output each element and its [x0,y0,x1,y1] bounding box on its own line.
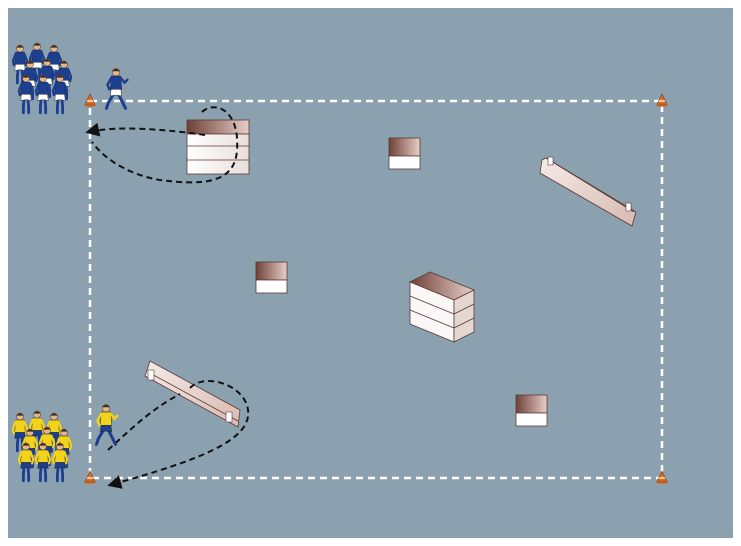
cone-bottom-right [656,470,668,484]
player-icon [17,74,35,115]
vaulting-box-icon [409,271,475,343]
player-icon [51,74,69,115]
vaulting-box-icon [186,119,250,175]
cone-bottom-left [84,470,96,484]
yellow-team-queue [11,410,73,483]
yellow-active-player [94,404,119,446]
small-box-icon [388,137,421,170]
player-icon [17,442,35,483]
dashed-arrow-icon [107,379,250,489]
field-boundary [88,99,664,480]
blue-team-queue [11,42,73,115]
player-icon [94,404,119,446]
field-background [8,8,733,538]
cone-top-left [84,93,96,107]
dashed-arrow-icon [85,106,239,184]
bench-icon [144,360,241,428]
player-icon [34,74,52,115]
small-box-icon [255,261,288,294]
player-icon [34,442,52,483]
player-icon [104,68,129,110]
cone-top-right [656,93,668,107]
player-icon [51,442,69,483]
bench-icon [539,156,637,227]
small-box-icon [515,394,548,427]
blue-active-player [104,68,129,110]
